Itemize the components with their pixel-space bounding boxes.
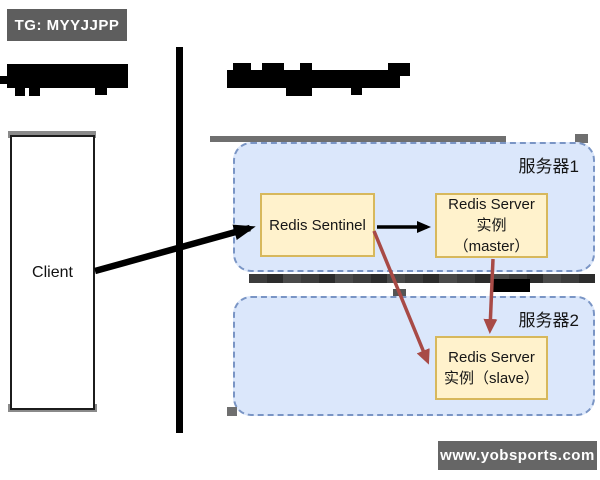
redis-slave-label-line1: Redis Server: [448, 349, 535, 366]
redacted-right-heading: [227, 70, 400, 88]
shadow-artifact: [227, 407, 237, 416]
redis-sentinel-node: Redis Sentinel: [260, 193, 375, 257]
redis-slave-node: Redis Server 实例（slave）: [435, 336, 548, 400]
redacted-right-heading-descender: [286, 88, 312, 96]
redacted-left-heading-descender: [15, 87, 25, 96]
redacted-left-heading-tail: [0, 76, 8, 84]
client-node: Client: [10, 135, 95, 410]
client-label: Client: [32, 263, 73, 281]
watermark-badge-bottom: www.yobsports.com: [438, 441, 597, 470]
server2-label: 服务器2: [518, 311, 579, 330]
redacted-left-heading: [7, 64, 128, 88]
watermark-badge-top: TG: MYYJJPP: [7, 9, 127, 41]
redis-master-node: Redis Server 实例 （master）: [435, 193, 548, 258]
redacted-right-heading-top: [388, 63, 410, 76]
redis-slave-label-line2: 实例（slave）: [443, 370, 540, 387]
redis-master-label-line1: Redis Server: [448, 196, 535, 213]
redis-sentinel-label: Redis Sentinel: [269, 216, 366, 234]
arrow-client-to-sentinel: [94, 224, 256, 275]
server1-label: 服务器1: [518, 157, 579, 176]
shadow-artifact: [575, 134, 588, 143]
redacted-right-heading-top: [233, 63, 251, 71]
shadow-artifact: [249, 274, 595, 283]
redacted-left-heading-descender: [95, 87, 107, 95]
redis-master-label-line3: （master）: [453, 238, 530, 255]
redacted-left-heading-descender: [29, 87, 40, 96]
redacted-block: [493, 279, 530, 292]
redis-master-label-line2: 实例: [476, 217, 507, 234]
redacted-right-heading-descender: [351, 88, 362, 95]
shadow-artifact: [210, 136, 506, 142]
redacted-right-heading-top: [300, 63, 312, 71]
redacted-right-heading-top: [262, 63, 284, 71]
shadow-artifact: [8, 131, 96, 138]
vertical-divider-line: [176, 47, 183, 433]
